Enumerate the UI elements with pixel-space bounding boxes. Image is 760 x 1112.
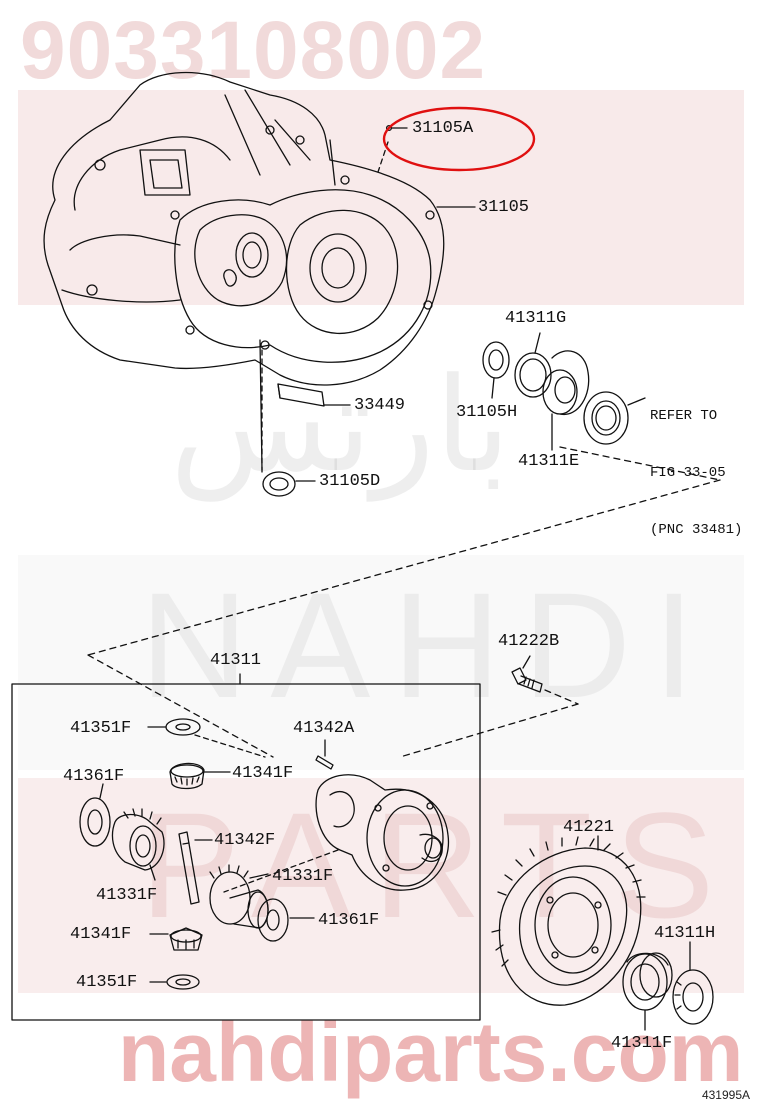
differential-case [223, 774, 450, 893]
part-41221 [491, 835, 646, 1006]
callout-41351F-top: 41351F [70, 719, 132, 738]
reference-note-line-2: FIG 33-05 [650, 465, 726, 481]
part-41311E [542, 350, 590, 451]
part-41311H [672, 941, 714, 1025]
part-31105H [482, 341, 510, 399]
illustration-code: 431995A [701, 1088, 750, 1102]
callout-41361F-right: 41361F [318, 911, 380, 930]
reference-note-line-1: REFER TO [650, 408, 718, 424]
kit-41311-box [11, 683, 481, 1021]
callout-41311G: 41311G [505, 309, 567, 328]
part-31105D [261, 349, 316, 497]
callout-41341F-top: 41341F [232, 764, 294, 783]
transaxle-housing [43, 71, 445, 471]
callout-41351F-bottom: 41351F [76, 973, 138, 992]
part-41331F-right [209, 864, 269, 929]
bearing-outer-ring [583, 391, 646, 445]
part-33449 [277, 383, 351, 407]
watermark-nahdi: NAHDI [140, 561, 717, 729]
callout-31105H: 31105H [456, 403, 518, 422]
callout-31105D: 31105D [319, 472, 381, 491]
callout-41342F: 41342F [214, 831, 276, 850]
watermark-band-top [18, 90, 744, 305]
callout-41341F-bottom: 41341F [70, 925, 132, 944]
callout-41311: 41311 [210, 651, 262, 670]
part-41361F-left [79, 783, 111, 847]
watermark-arabic-text: بارتس [170, 349, 511, 501]
highlight-circle-31105A [382, 106, 536, 172]
part-41341F-bottom [149, 927, 203, 951]
callout-41222B: 41222B [498, 632, 560, 651]
callout-41342A: 41342A [293, 719, 355, 738]
reference-note: REFER TO FIG 33-05 (PNC 33481) [650, 369, 742, 578]
part-41342A [315, 739, 334, 770]
callout-41331F-right: 41331F [272, 867, 334, 886]
callout-41311E: 41311E [518, 452, 580, 471]
part-41341F-top [169, 762, 231, 790]
part-41351F-top [147, 718, 266, 758]
part-41331F-left [111, 808, 165, 881]
watermark-url: nahdiparts.com [118, 1005, 744, 1099]
watermark-part-number: 9033108002 [20, 5, 487, 96]
callout-41221: 41221 [563, 818, 615, 837]
part-41361F-right [257, 898, 315, 942]
reference-note-line-3: (PNC 33481) [650, 522, 743, 538]
callout-33449: 33449 [354, 396, 406, 415]
part-41311G [514, 332, 552, 398]
part-41351F-bottom [149, 974, 200, 990]
callout-31105: 31105 [478, 198, 530, 217]
part-41342F [178, 831, 213, 905]
part-41222B [399, 655, 579, 758]
watermark-band-middle [18, 555, 744, 770]
callout-41311H: 41311H [654, 924, 716, 943]
callout-41311F: 41311F [611, 1034, 673, 1053]
callout-31105A: 31105A [412, 119, 474, 138]
callout-41361F-left: 41361F [63, 767, 125, 786]
part-41311F [622, 952, 673, 1031]
watermark-parts: PARTS [140, 781, 737, 949]
callout-41331F-left: 41331F [96, 886, 158, 905]
